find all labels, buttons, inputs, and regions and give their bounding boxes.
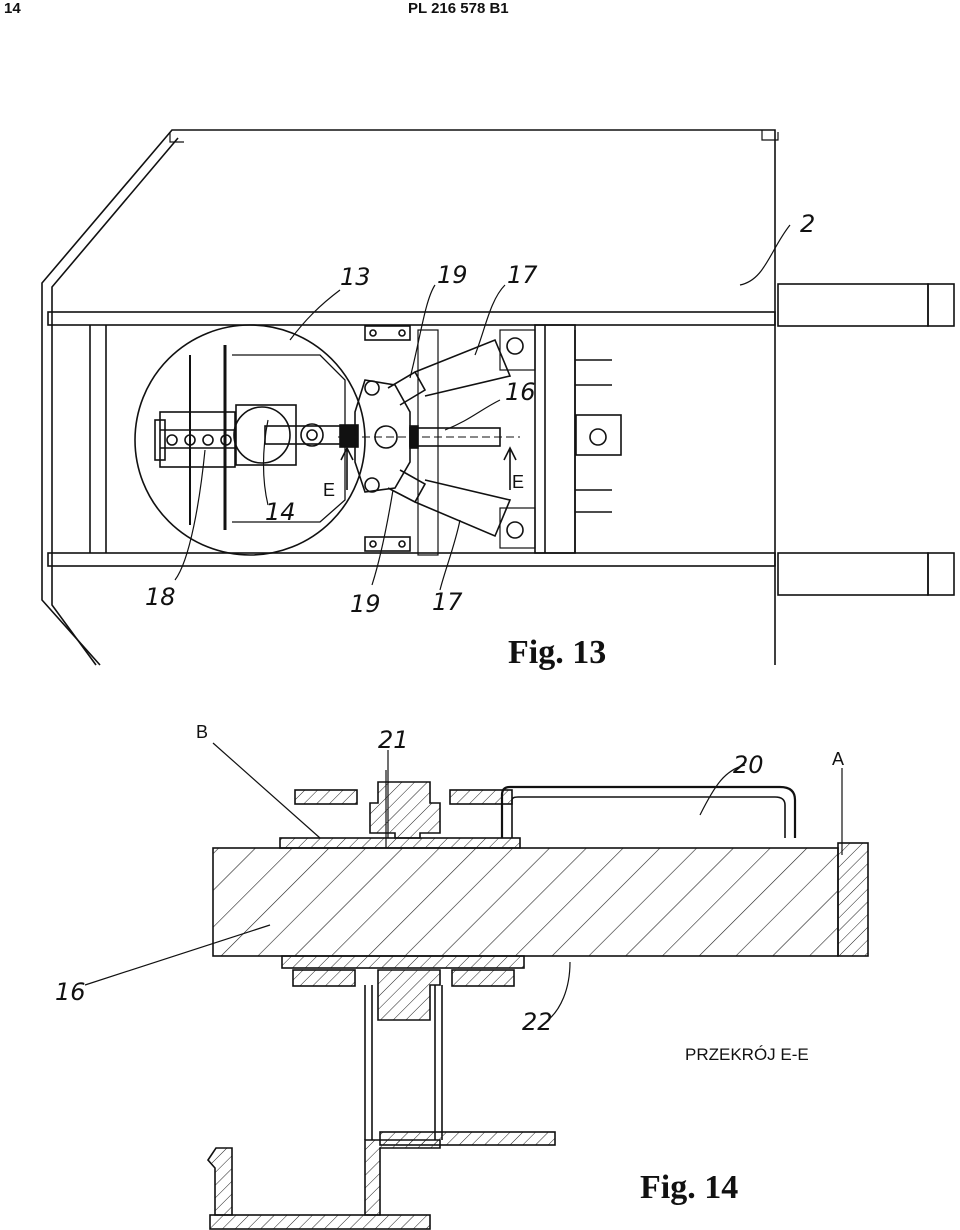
fig13-caption: Fig. 13	[508, 634, 606, 671]
label-A: A	[832, 749, 844, 769]
label-14: 14	[265, 498, 296, 526]
fig13-leaders	[174, 224, 791, 591]
fig13-labels: 2 13 19 17 16 14 18 19 17 E E Fig. 13	[145, 210, 815, 671]
label-19-bottom: 19	[350, 590, 381, 618]
page-number: 14	[4, 0, 21, 17]
label-B: B	[196, 722, 208, 742]
label-13: 13	[340, 263, 371, 291]
section-label: PRZEKRÓJ E-E	[685, 1045, 809, 1064]
fig14-labels: B 21 20 A 16 22 PRZEKRÓJ E-E Fig. 14	[55, 722, 844, 1206]
label-19-top: 19	[437, 261, 468, 289]
fig14-leaders	[84, 742, 843, 1021]
label-2: 2	[800, 210, 815, 238]
label-18: 18	[145, 583, 176, 611]
label-E-right: E	[512, 472, 524, 492]
label-22: 22	[522, 1008, 553, 1036]
label-E-left: E	[323, 480, 335, 500]
label-16: 16	[505, 378, 536, 406]
label-17-top: 17	[507, 261, 538, 289]
label-20: 20	[733, 751, 764, 779]
label-17-bottom: 17	[432, 588, 463, 616]
page-header: 14 PL 216 578 B1	[0, 0, 960, 24]
fig14-drawing	[206, 770, 869, 1230]
label-16-fig14: 16	[55, 978, 86, 1006]
patent-id: PL 216 578 B1	[408, 0, 509, 17]
fig14-caption: Fig. 14	[640, 1169, 738, 1206]
label-21: 21	[378, 726, 409, 754]
turntable-circle	[134, 324, 366, 556]
fig13-drawing	[41, 129, 955, 666]
